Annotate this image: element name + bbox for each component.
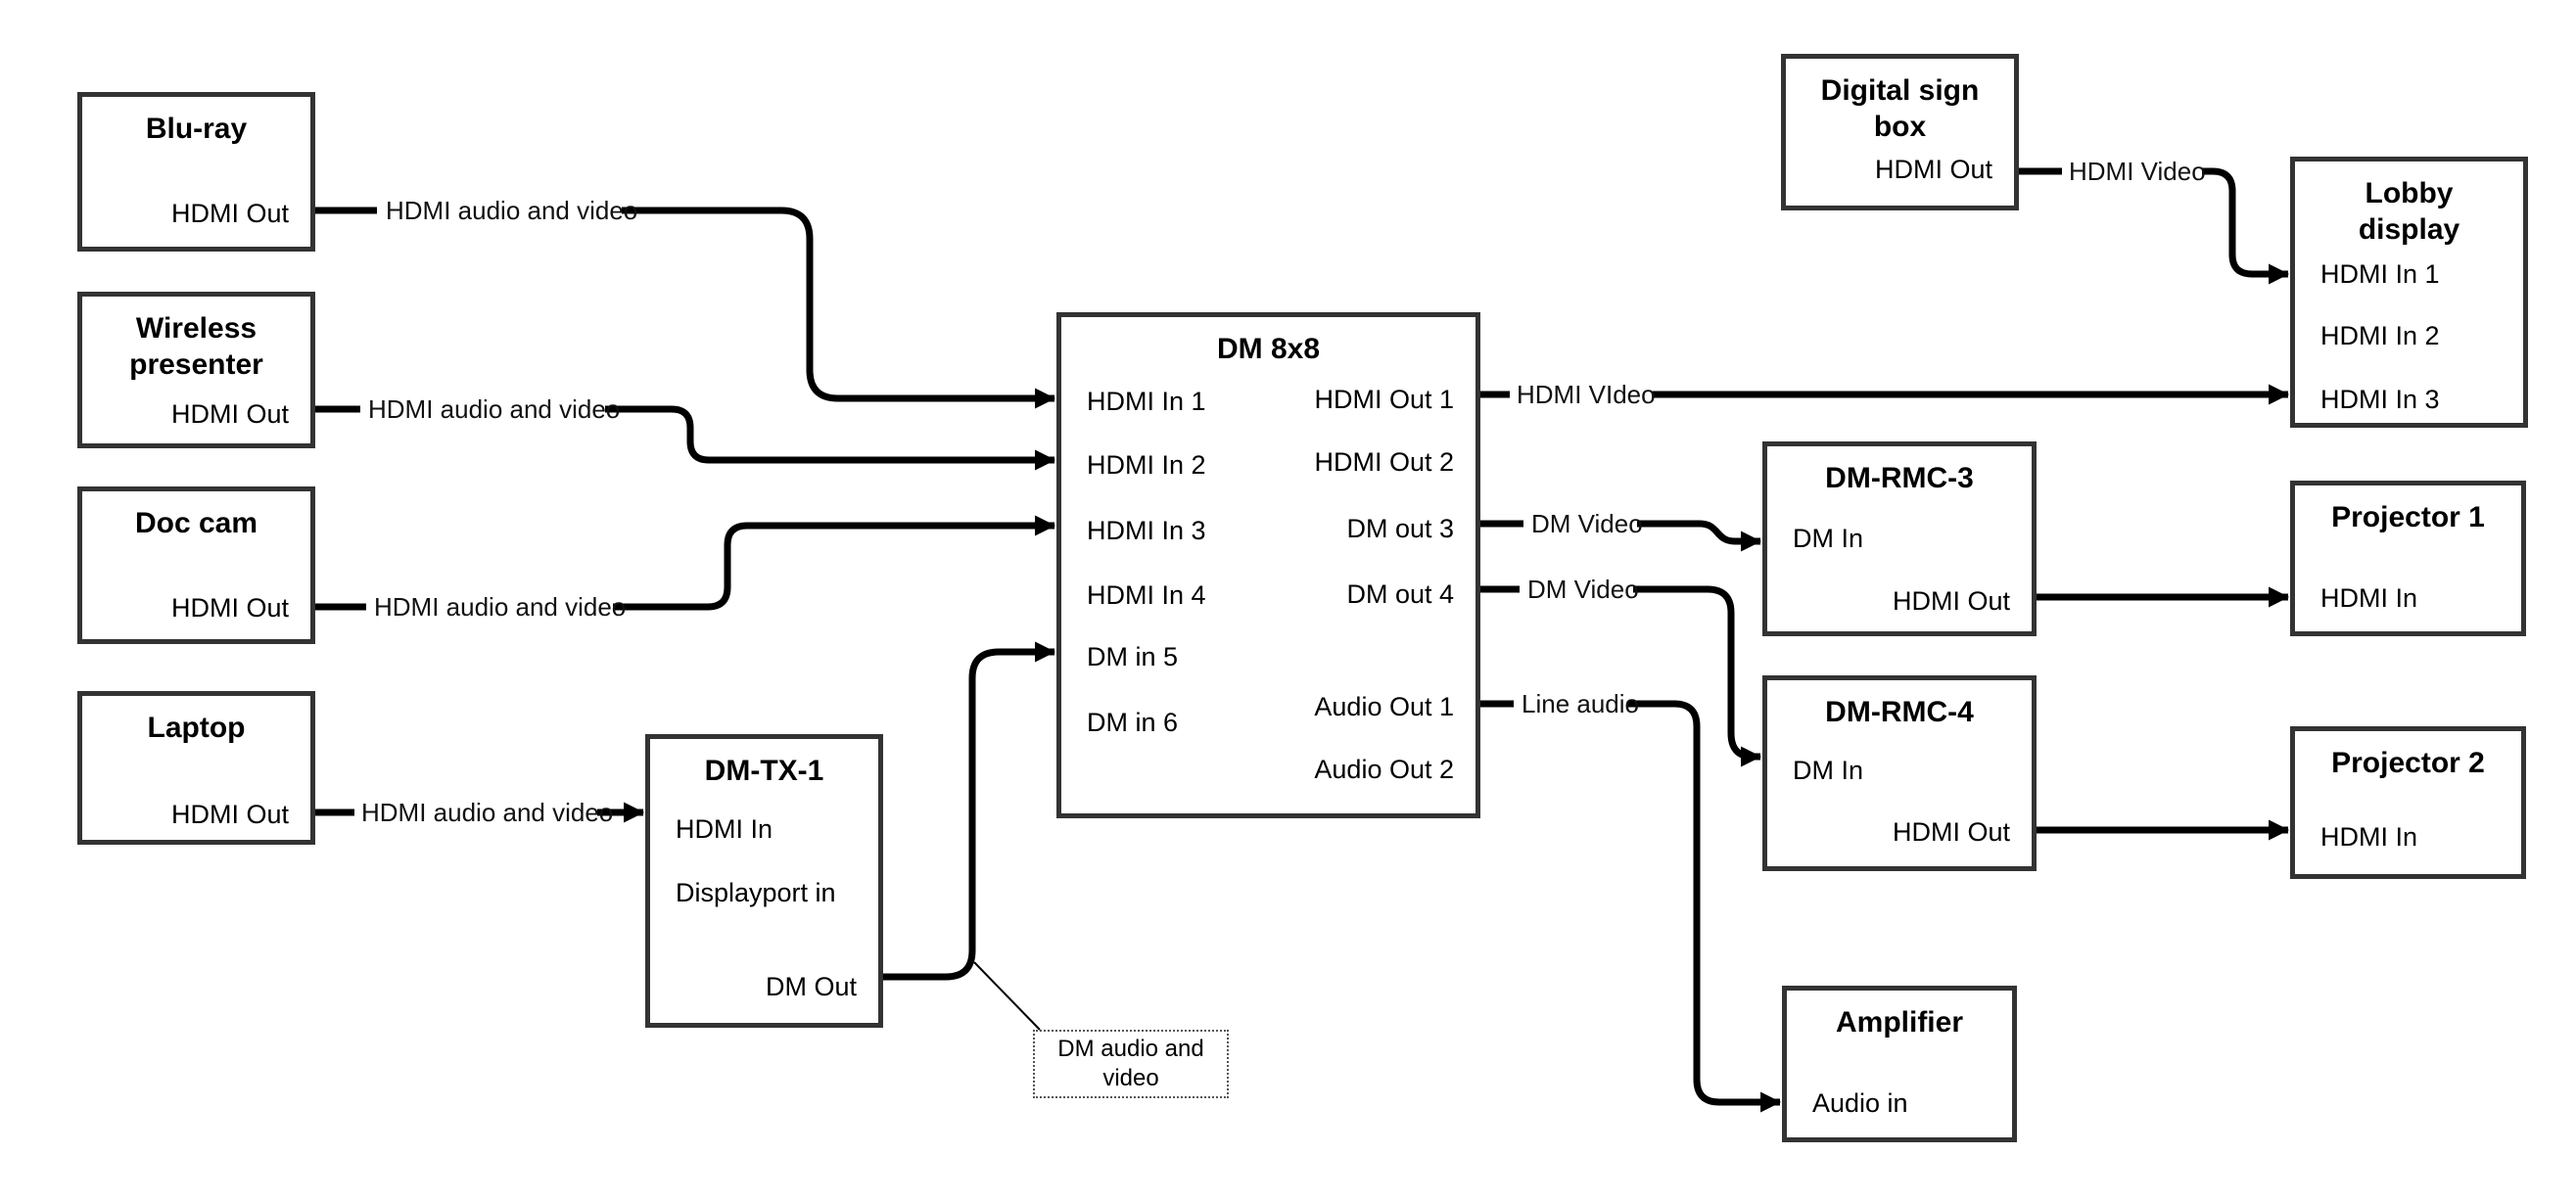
port-hdmi-out-1: HDMI Out 1 xyxy=(1314,385,1454,414)
node-title: Digital sign box xyxy=(1820,74,1980,143)
port-hdmi-out: HDMI Out xyxy=(1874,155,1992,184)
node-title: Laptop xyxy=(147,712,246,744)
connector-label: DM Video xyxy=(1527,575,1639,604)
node-doc-cam: Doc cam HDMI Out xyxy=(77,486,315,644)
port-dm-in-6: DM in 6 xyxy=(1087,708,1179,737)
connector-dmtx1-dm8x8-in5 xyxy=(883,641,1056,981)
connector-label: HDMI audio and video xyxy=(374,592,626,622)
node-title: Projector 2 xyxy=(2331,747,2485,779)
node-title: Doc cam xyxy=(134,507,258,539)
node-projector-2: Projector 2 HDMI In xyxy=(2290,726,2526,879)
port-audio-out-2: Audio Out 2 xyxy=(1314,755,1454,784)
connector-label: DM Video xyxy=(1531,509,1643,538)
connector-label: HDMI audio and video xyxy=(361,798,613,827)
node-title: DM-RMC-3 xyxy=(1825,462,1974,494)
connector-label: Line audio xyxy=(1522,689,1639,718)
port-hdmi-out: HDMI Out xyxy=(170,800,289,829)
annotation-dm-audio-video: DM audio and video xyxy=(1033,1030,1229,1098)
port-hdmi-in: HDMI In xyxy=(676,814,773,844)
node-title: Amplifier xyxy=(1835,1006,1964,1039)
node-title: DM-TX-1 xyxy=(704,755,824,787)
port-hdmi-in-4: HDMI In 4 xyxy=(1087,580,1206,610)
port-hdmi-out: HDMI Out xyxy=(170,399,289,429)
port-hdmi-in-1: HDMI In 1 xyxy=(1087,387,1206,416)
connector-dm8x8-dmrmc3 xyxy=(1637,520,1762,552)
node-title: Blu-ray xyxy=(145,113,248,145)
connector-dm8x8-dmrmc4 xyxy=(1633,585,1762,767)
port-dm-out: DM Out xyxy=(765,972,857,1001)
node-laptop: Laptop HDMI Out xyxy=(77,691,315,845)
connector-label: HDMI audio and video xyxy=(368,394,620,424)
node-dm-8x8: DM 8x8 HDMI In 1 HDMI In 2 HDMI In 3 HDM… xyxy=(1056,312,1480,818)
node-digital-sign-box: Digital sign box HDMI Out xyxy=(1781,54,2019,210)
connector-label: HDMI audio and video xyxy=(386,196,637,225)
port-dm-in: DM In xyxy=(1793,524,1864,553)
connector-doccam-dm8x8-in3 xyxy=(613,515,1056,611)
connector-dm8x8-amplifier xyxy=(1628,700,1782,1113)
port-dm-out-4: DM out 4 xyxy=(1346,579,1454,609)
node-dm-tx-1: DM-TX-1 HDMI In Displayport in DM Out xyxy=(645,734,883,1028)
port-hdmi-in: HDMI In xyxy=(2320,822,2418,852)
port-hdmi-in-3: HDMI In 3 xyxy=(1087,516,1206,545)
node-bluray: Blu-ray HDMI Out xyxy=(77,92,315,252)
port-hdmi-in-1: HDMI In 1 xyxy=(2320,259,2440,289)
node-dm-rmc-4: DM-RMC-4 DM In HDMI Out xyxy=(1762,675,2037,871)
connector-digitalsign-lobby-in1 xyxy=(2202,167,2290,285)
port-audio-in: Audio in xyxy=(1812,1088,1908,1118)
port-hdmi-in-3: HDMI In 3 xyxy=(2320,385,2440,414)
connector-bluray-dm8x8-in1 xyxy=(622,207,1056,409)
connector-wireless-dm8x8-in2 xyxy=(605,405,1056,471)
annotation-callout-line xyxy=(973,961,1041,1031)
node-title: Lobby display xyxy=(2358,177,2460,246)
connector-label: HDMI VIdeo xyxy=(1517,380,1656,409)
node-dm-rmc-3: DM-RMC-3 DM In HDMI Out xyxy=(1762,441,2037,636)
node-title: Wireless presenter xyxy=(129,312,263,381)
port-audio-out-1: Audio Out 1 xyxy=(1314,692,1454,721)
node-lobby-display: Lobby display HDMI In 1 HDMI In 2 HDMI I… xyxy=(2290,157,2528,428)
node-amplifier: Amplifier Audio in xyxy=(1782,986,2017,1142)
port-dm-in: DM In xyxy=(1793,756,1864,785)
node-title: DM 8x8 xyxy=(1216,333,1321,365)
port-hdmi-out: HDMI Out xyxy=(170,593,289,623)
port-dm-in-5: DM in 5 xyxy=(1087,642,1179,671)
port-hdmi-in-2: HDMI In 2 xyxy=(1087,450,1206,480)
port-displayport-in: Displayport in xyxy=(676,878,836,907)
port-hdmi-out: HDMI Out xyxy=(1892,817,2010,847)
port-hdmi-out: HDMI Out xyxy=(1892,586,2010,616)
port-dm-out-3: DM out 3 xyxy=(1346,514,1454,543)
port-hdmi-out: HDMI Out xyxy=(170,199,289,228)
port-hdmi-out-2: HDMI Out 2 xyxy=(1314,447,1454,477)
port-hdmi-in: HDMI In xyxy=(2320,583,2418,613)
node-title: DM-RMC-4 xyxy=(1825,696,1974,728)
connector-label: HDMI Video xyxy=(2069,157,2206,186)
node-title: Projector 1 xyxy=(2331,501,2485,533)
node-projector-1: Projector 1 HDMI In xyxy=(2290,481,2526,636)
port-hdmi-in-2: HDMI In 2 xyxy=(2320,321,2440,350)
node-wireless-presenter: Wireless presenter HDMI Out xyxy=(77,292,315,448)
